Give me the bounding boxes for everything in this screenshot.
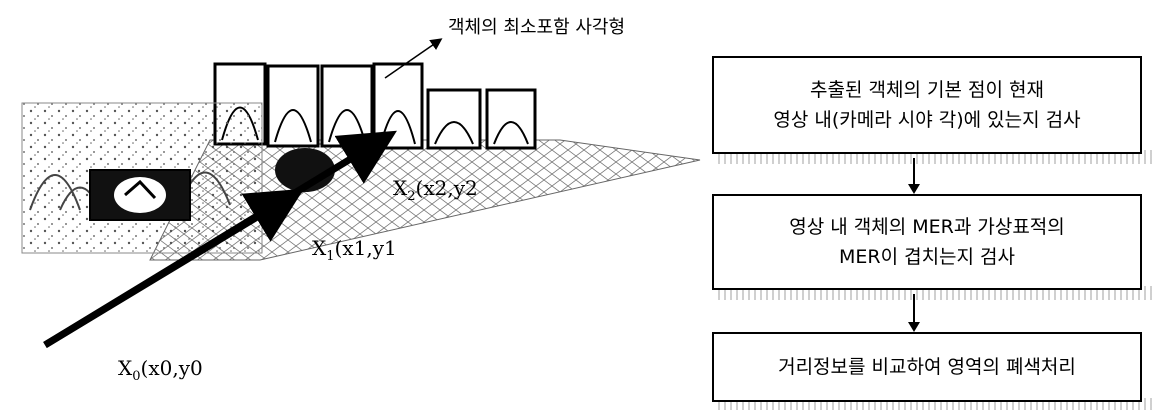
flow-arrow-2-head <box>908 322 920 332</box>
flow-arrow-2 <box>913 294 915 322</box>
flow-step-2: 영상 내 객체의 MER과 가상표적의 MER이 겹치는지 검사 <box>712 194 1142 290</box>
flow-step-1-line-2: 영상 내(카메라 시야 각)에 있는지 검사 <box>773 109 1081 131</box>
flow-step-1-line-1: 추출된 객체의 기본 점이 현재 <box>810 79 1044 101</box>
flow-arrow-1 <box>913 158 915 184</box>
object-icon-face <box>114 177 166 213</box>
point-x2-label: X2(x2,y2 <box>393 176 478 204</box>
mer-annotation-arrow <box>384 38 443 79</box>
point-x1-label: X1(x1,y1 <box>312 236 397 264</box>
flow-arrow-1-head <box>908 184 920 194</box>
back-row-boxes <box>213 62 537 150</box>
flow-step-2-line-2: MER이 겹치는지 검사 <box>838 246 1016 268</box>
flow-step-3: 거리정보를 비교하여 영역의 폐색처리 <box>712 332 1142 402</box>
ray-to-x2 <box>43 130 397 348</box>
flow-step-3-line-1: 거리정보를 비교하여 영역의 폐색처리 <box>778 356 1076 378</box>
flow-step-1: 추출된 객체의 기본 점이 현재 영상 내(카메라 시야 각)에 있는지 검사 <box>712 56 1142 154</box>
mer-annotation-label: 객체의 최소포함 사각형 <box>448 17 625 38</box>
flow-step-2-line-1: 영상 내 객체의 MER과 가상표적의 <box>789 216 1065 238</box>
point-x0-label: X0(x0,y0 <box>118 356 203 384</box>
